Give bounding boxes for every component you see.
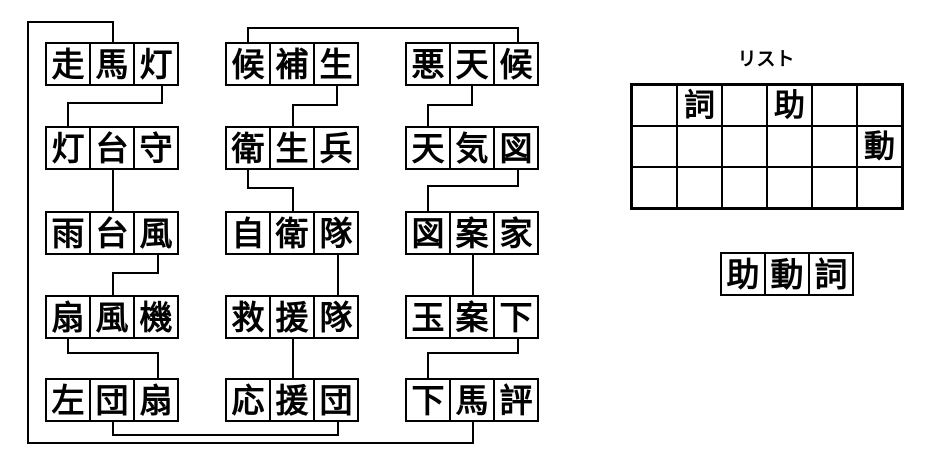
kanji-cell: 衛 (269, 211, 315, 255)
list-grid-cell-r1c2[interactable]: 詞 (677, 85, 722, 126)
kanji-cell: 扇 (133, 378, 179, 422)
connector-候補生候→悪天候候 (247, 27, 519, 42)
list-grid-cell-r3c6[interactable] (857, 167, 902, 208)
kanji-cell: 案 (449, 211, 495, 255)
word-box-天気図: 天気図 (405, 126, 539, 170)
answer-cell: 詞 (808, 252, 854, 296)
connector-衛生兵衛→自衛隊衛 (247, 170, 294, 211)
kanji-cell: 応 (225, 378, 271, 422)
list-grid: 詞 助動 (630, 83, 904, 210)
kanji-cell: 援 (269, 295, 315, 339)
list-grid-cell-r3c2[interactable] (677, 167, 722, 208)
kanji-cell: 灯 (133, 42, 179, 86)
kanji-cell: 気 (449, 126, 495, 170)
list-grid-cell-r2c1[interactable] (632, 126, 677, 167)
list-grid-cell-r1c6[interactable] (857, 85, 902, 126)
kanji-cell: 補 (269, 42, 315, 86)
connector-玉案下下→下馬評下 (427, 338, 519, 379)
kanji-cell: 案 (449, 295, 495, 339)
answer-box: 助動詞 (720, 252, 854, 296)
list-grid-cell-r1c4[interactable]: 助 (767, 85, 812, 126)
connector-左団扇団→応援団団 (112, 421, 339, 436)
kanji-cell: 自 (225, 211, 271, 255)
kanji-cell: 救 (225, 295, 271, 339)
kanji-cell: 図 (405, 211, 451, 255)
word-box-左団扇: 左団扇 (45, 378, 179, 422)
list-grid-cell-r2c3[interactable] (722, 126, 767, 167)
word-box-候補生: 候補生 (225, 42, 359, 86)
word-box-雨台風: 雨台風 (45, 211, 179, 255)
connector-雨台風風→扇風機風 (112, 254, 159, 296)
kanji-cell: 下 (493, 295, 539, 339)
kanji-cell: 兵 (313, 126, 359, 170)
connector-走馬灯灯→灯台守灯 (67, 85, 163, 127)
kanji-cell: 隊 (313, 295, 359, 339)
kanji-cell: 生 (269, 126, 315, 170)
kanji-cell: 候 (493, 42, 539, 86)
word-box-悪天候: 悪天候 (405, 42, 539, 86)
kanji-cell: 図 (493, 126, 539, 170)
kanji-cell: 候 (225, 42, 271, 86)
kanji-cell: 台 (89, 211, 135, 255)
word-box-下馬評: 下馬評 (405, 378, 539, 422)
word-box-図案家: 図案家 (405, 211, 539, 255)
list-grid-cell-r3c4[interactable] (767, 167, 812, 208)
kanji-cell: 台 (89, 126, 135, 170)
kanji-cell: 天 (405, 126, 451, 170)
word-box-自衛隊: 自衛隊 (225, 211, 359, 255)
kanji-cell: 隊 (313, 211, 359, 255)
kanji-cell: 守 (133, 126, 179, 170)
word-box-救援隊: 救援隊 (225, 295, 359, 339)
kanji-cell: 機 (133, 295, 179, 339)
word-box-走馬灯: 走馬灯 (45, 42, 179, 86)
connector-候補生生→衛生兵生 (292, 85, 338, 127)
list-grid-cell-r2c4[interactable] (767, 126, 812, 167)
kanji-cell: 衛 (225, 126, 271, 170)
kanji-cell: 風 (133, 211, 179, 255)
kanji-cell: 下 (405, 378, 451, 422)
list-grid-cell-r3c1[interactable] (632, 167, 677, 208)
list-grid-cell-r3c5[interactable] (812, 167, 857, 208)
kanji-cell: 左 (45, 378, 91, 422)
list-grid-cell-r3c3[interactable] (722, 167, 767, 208)
kanji-cell: 天 (449, 42, 495, 86)
kanji-cell: 家 (493, 211, 539, 255)
kanji-cell: 馬 (449, 378, 495, 422)
word-box-応援団: 応援団 (225, 378, 359, 422)
connector-扇風機扇→左団扇扇 (67, 338, 159, 379)
kanji-cell: 悪 (405, 42, 451, 86)
list-label: リスト (737, 49, 795, 70)
connector-天気図図→図案家図 (427, 170, 519, 211)
list-grid-cell-r2c5[interactable] (812, 126, 857, 167)
kanji-cell: 灯 (45, 126, 91, 170)
kanji-cell: 団 (89, 378, 135, 422)
list-grid-cell-r1c5[interactable] (812, 85, 857, 126)
word-box-扇風機: 扇風機 (45, 295, 179, 339)
list-grid-cell-r1c3[interactable] (722, 85, 767, 126)
answer-cell: 動 (764, 252, 810, 296)
kanji-cell: 援 (269, 378, 315, 422)
kanji-cell: 生 (313, 42, 359, 86)
list-grid-cell-r2c2[interactable] (677, 126, 722, 167)
kanji-cell: 風 (89, 295, 135, 339)
kanji-cell: 馬 (89, 42, 135, 86)
kanji-cell: 走 (45, 42, 91, 86)
kanji-cell: 扇 (45, 295, 91, 339)
word-box-灯台守: 灯台守 (45, 126, 179, 170)
kanji-cell: 玉 (405, 295, 451, 339)
connector-悪天候天→天気図天 (427, 85, 473, 127)
kanji-cell: 団 (313, 378, 359, 422)
kanji-cell: 雨 (45, 211, 91, 255)
word-box-衛生兵: 衛生兵 (225, 126, 359, 170)
list-grid-cell-r2c6[interactable]: 動 (857, 126, 902, 167)
kanji-cell: 評 (493, 378, 539, 422)
list-grid-cell-r1c1[interactable] (632, 85, 677, 126)
answer-cell: 助 (720, 252, 766, 296)
word-box-玉案下: 玉案下 (405, 295, 539, 339)
connector-下馬評馬→走馬灯馬 (27, 21, 474, 444)
